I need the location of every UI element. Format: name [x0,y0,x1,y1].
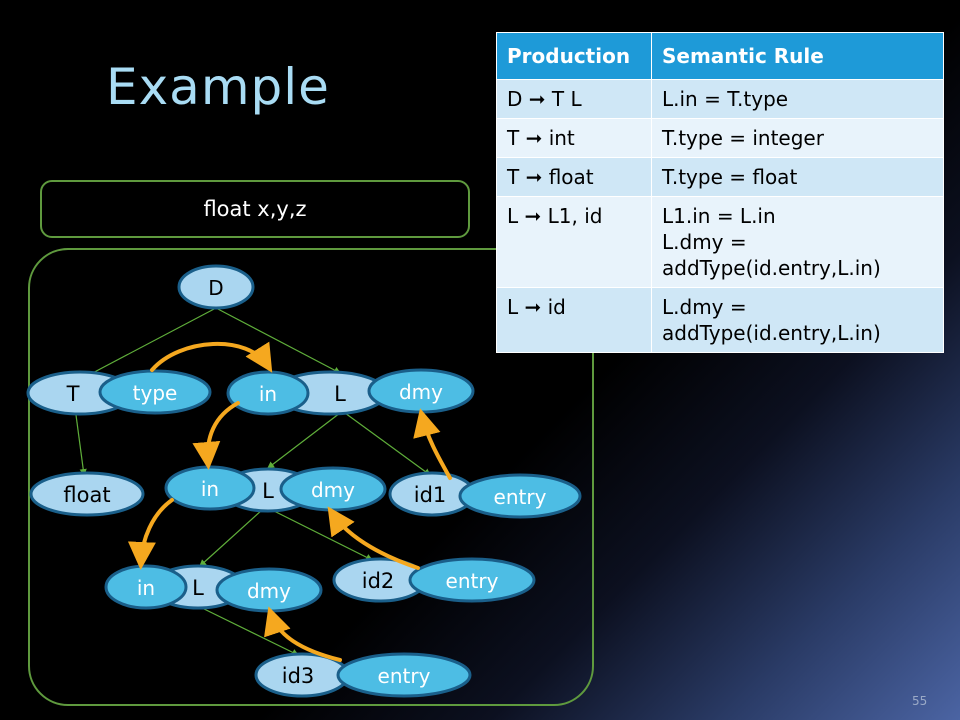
attr-label: entry [378,664,431,688]
attr-L2-dmy: dmy [215,567,323,613]
attr-L-dmy: dmy [367,368,475,414]
attr-label: entry [494,485,547,509]
input-string: float x,y,z [203,197,307,221]
attr-label: type [133,381,178,405]
page-number: 55 [912,694,928,708]
rule-cell: T.type = integer [651,118,944,158]
attr-label: dmy [311,478,355,502]
node-D: D [177,264,255,310]
node-label: D [208,276,223,300]
table-row: D ➞ T L L.in = T.type [496,79,944,119]
node-label: L [262,479,274,503]
attr-label: in [137,576,155,600]
edge-L2-id3 [197,605,300,656]
header-semantic-rule: Semantic Rule [651,32,944,80]
arrow-in1-to-in2 [127,498,174,570]
edge-L-L1 [267,412,341,469]
attr-L1-dmy: dmy [279,466,387,512]
edge-D-T [83,307,217,378]
header-production: Production [496,32,652,80]
attr-label: entry [446,569,499,593]
attr-label: dmy [247,579,291,603]
rule-cell: L1.in = L.in L.dmy = addType(id.entry,L.… [651,196,944,288]
node-label: float [63,483,110,507]
edge-D-L [215,307,342,374]
production-cell: T ➞ float [496,157,652,197]
slide-title: Example [106,58,330,116]
table-row: L ➞ L1, id L1.in = L.in L.dmy = addType(… [496,196,944,288]
semantic-rules-table: Production Semantic Rule D ➞ T L L.in = … [496,32,944,353]
production-cell: L ➞ L1, id [496,196,652,288]
attr-id3-entry: entry [336,652,472,698]
arrow-entry2-to-dmy1 [327,506,420,570]
node-id2: id2 [332,557,428,603]
table-header-row: Production Semantic Rule [496,32,944,80]
node-label: id1 [414,483,447,507]
edge-L1-L2 [199,509,263,567]
attr-L1-in: in [164,465,256,511]
node-id1: id1 [388,471,476,517]
edge-L-id1 [344,412,431,476]
arrow-in-to-in1 [192,401,240,470]
table-row: T ➞ int T.type = integer [496,118,944,158]
attr-T-type: type [98,369,212,415]
attr-label: in [259,382,277,406]
table-row: T ➞ float T.type = float [496,157,944,197]
table-row: L ➞ id L.dmy = addType(id.entry,L.in) [496,287,944,353]
arrow-type-to-in [150,341,273,373]
node-label: T [66,382,80,406]
rule-cell: T.type = float [651,157,944,197]
production-cell: D ➞ T L [496,79,652,119]
edge-L1-id2 [271,509,374,561]
attr-label: dmy [399,380,443,404]
attr-label: in [201,477,219,501]
node-label: id3 [282,664,315,688]
attr-L-in: in [226,370,310,416]
input-string-box: float x,y,z [40,180,470,238]
attr-id2-entry: entry [408,557,536,603]
rule-cell: L.dmy = addType(id.entry,L.in) [651,287,944,353]
rule-cell: L.in = T.type [651,79,944,119]
tree-panel [28,248,594,706]
arrow-entry3-to-dmy2 [264,606,342,662]
production-cell: L ➞ id [496,287,652,353]
arrow-entry1-to-dmy [413,408,452,480]
node-label: L [334,382,346,406]
node-label: id2 [362,569,395,593]
attr-id1-entry: entry [458,473,582,519]
node-float: float [29,471,145,517]
edge-T-float [75,414,87,477]
production-cell: T ➞ int [496,118,652,158]
attr-L2-in: in [104,564,188,610]
node-label: L [192,576,204,600]
